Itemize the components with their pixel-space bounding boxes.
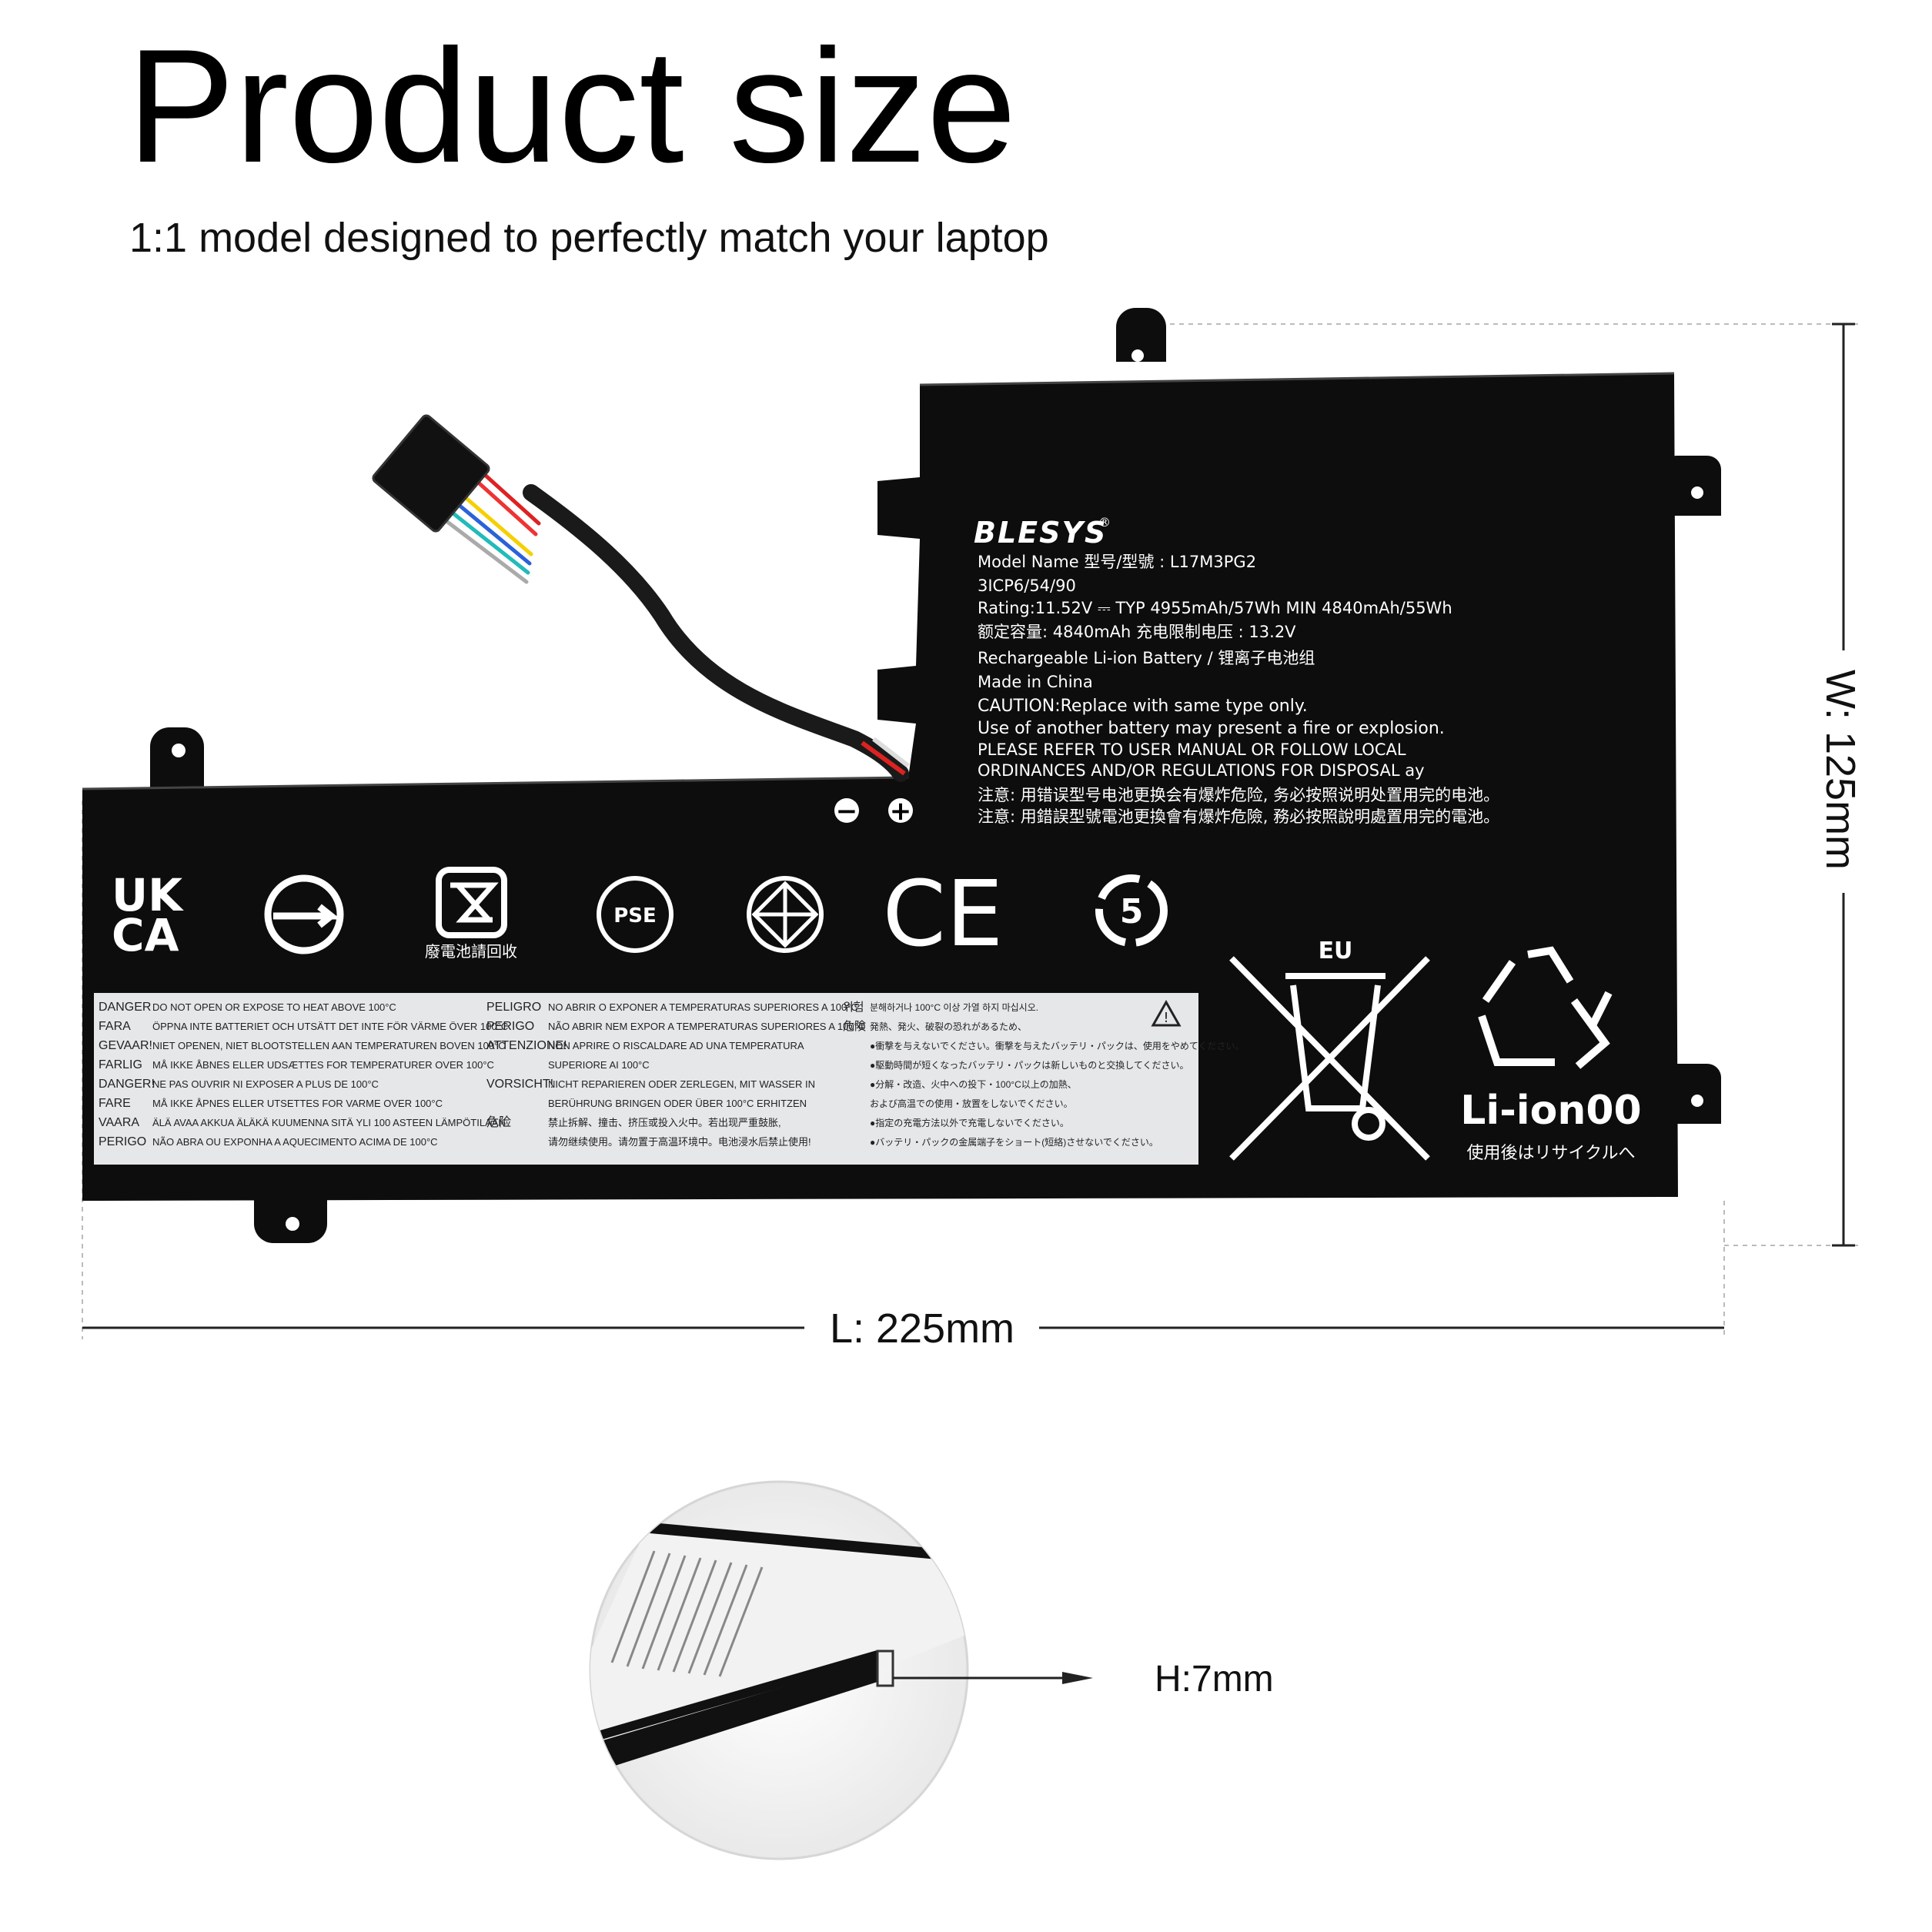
thickness-detail — [589, 1480, 1093, 1860]
pse-mark-icon: PSE — [597, 876, 674, 953]
brand-logo: BLESYS — [974, 516, 1107, 550]
ce-mark: CE — [883, 861, 1004, 967]
caution-4: ORDINANCES AND/OR REGULATIONS FOR DISPOS… — [978, 761, 1425, 780]
svg-text:EU: EU — [1319, 938, 1353, 964]
warning-text: NICHT REPARIEREN ODER ZERLEGEN, MIT WASS… — [548, 1078, 815, 1090]
width-label: W: 125mm — [1817, 670, 1863, 870]
warning-text: NIET OPENEN, NIET BLOOTSTELLEN AAN TEMPE… — [152, 1040, 506, 1051]
caution-1: CAUTION:Replace with same type only. — [978, 697, 1308, 716]
warning-text: 発熱、発火、破裂の恐れがあるため、 — [870, 1021, 1027, 1032]
minus-terminal — [834, 798, 859, 823]
mount-tab-right-upper — [1663, 456, 1721, 516]
warning-text: 请勿继续使用。请勿置于高温环境中。电池浸水后禁止使用! — [548, 1136, 811, 1148]
ukca-mark: UK CA — [112, 869, 184, 961]
registered-mark: ® — [1098, 515, 1111, 530]
certification-marks: UK CA 廢電池請回收 PSE CE 5 — [112, 861, 1168, 967]
warning-keyword: 危険 — [843, 1020, 866, 1033]
cell-code: 3ICP6/54/90 — [978, 577, 1076, 595]
warning-keyword: PERIGO — [99, 1135, 146, 1148]
warning-keyword: PERIGO — [486, 1020, 534, 1033]
warning-keyword: VORSICHT! — [486, 1078, 553, 1091]
warning-text: ÖPPNA INTE BATTERIET OCH UTSÄTT DET INTE… — [152, 1021, 508, 1032]
height-label: H:7mm — [1155, 1659, 1274, 1700]
page-subtitle: 1:1 model designed to perfectly match yo… — [129, 215, 1049, 261]
warning-text: ●バッテリ・パックの金属端子をショート(短絡)させないでください。 — [870, 1136, 1158, 1148]
mount-tab-top — [1116, 308, 1166, 362]
origin: Made in China — [978, 673, 1093, 691]
warning-keyword: VAARA — [99, 1116, 139, 1129]
warning-column-3: 위험 분해하거나 100°C 이상 가열 하지 마십시오. 危険発熱、発火、破裂の恐… — [843, 1001, 1245, 1148]
battery-cable — [372, 414, 910, 782]
warning-keyword: ATTENZIONE! — [486, 1039, 567, 1052]
rating: Rating:11.52V ⎓ TYP 4955mAh/57Wh MIN 484… — [978, 599, 1452, 617]
svg-text:5: 5 — [1120, 892, 1144, 931]
warning-keyword: FARE — [99, 1097, 131, 1110]
warning-text: NÃO ABRIR NEM EXPOR A TEMPERATURAS SUPER… — [548, 1021, 865, 1032]
caution-3: PLEASE REFER TO USER MANUAL OR FOLLOW LO… — [978, 740, 1406, 759]
recycle-5-icon: 5 — [1095, 874, 1168, 947]
warning-text: NO ABRIR O EXPONER A TEMPERATURAS SUPERI… — [548, 1001, 858, 1013]
li-ion-mark: Li-ion00 — [1460, 1088, 1641, 1134]
warning-keyword: GEVAAR! — [99, 1039, 152, 1052]
plus-terminal — [888, 798, 913, 823]
warning-keyword: 위험 — [843, 1001, 864, 1014]
svg-text:!: ! — [1163, 1010, 1168, 1026]
warning-keyword: FARLIG — [99, 1058, 142, 1071]
warning-column-2: PELIGRO NO ABRIR O EXPONER A TEMPERATURAS… — [486, 1001, 865, 1148]
warning-panel — [94, 993, 1198, 1165]
svg-text:UK: UK — [112, 869, 184, 921]
warning-text: BERÜHRUNG BRINGEN ODER ÜBER 100°C ERHITZ… — [548, 1098, 807, 1109]
svg-text:+: + — [890, 796, 912, 827]
warning-text: SUPERIORE AI 100°C — [548, 1059, 650, 1071]
warning-triangle-icon: ! — [1151, 999, 1182, 1027]
warning-text: ÄLÄ AVAA AKKUA ÄLÄKÄ KUUMENNA SITÄ YLI 1… — [152, 1117, 506, 1128]
svg-text:−: − — [836, 796, 858, 827]
svg-text:PSE: PSE — [613, 904, 657, 928]
svg-text:廢電池請回收: 廢電池請回收 — [425, 942, 517, 961]
warning-text: MÅ IKKE ÅBNES ELLER UDSÆTTES FOR TEMPERA… — [152, 1059, 494, 1071]
warning-text: NE PAS OUVRIR NI EXPOSER A PLUS DE 100°C — [152, 1078, 379, 1090]
recycle-icon — [1478, 946, 1613, 1069]
warning-text: ●衝撃を与えないでください。衝撃を与えたバッテリ・パックは、使用をやめてください… — [870, 1040, 1245, 1051]
safety-circle-icon — [264, 874, 344, 954]
warning-text: ●駆動時間が短くなったバッテリ・パックは新しいものと交換してください。 — [870, 1059, 1189, 1071]
caution-2: Use of another battery may present a fir… — [978, 719, 1445, 738]
battery-type: Rechargeable Li-ion Battery / 锂离子电池组 — [978, 649, 1315, 667]
mount-tab-left — [150, 727, 204, 793]
diamond-mark-icon — [747, 876, 824, 953]
spec-label: BLESYS ® Model Name 型号/型號 : L17M3PG2 3IC… — [974, 515, 1499, 826]
cable-entry — [861, 737, 910, 776]
model-name: Model Name 型号/型號 : L17M3PG2 — [978, 553, 1256, 571]
page-title: Product size — [127, 15, 1017, 196]
terminal-markers: − + — [834, 796, 913, 827]
weee-bin-icon: EU — [1229, 938, 1430, 1161]
warning-keyword: 危险 — [486, 1115, 511, 1129]
svg-text:CA: CA — [112, 909, 179, 961]
warning-text: および高温での使用・放置をしないでください。 — [870, 1098, 1073, 1109]
rated-capacity: 额定容量: 4840mAh 充电限制电压 : 13.2V — [978, 623, 1296, 641]
warning-text: DO NOT OPEN OR EXPOSE TO HEAT ABOVE 100°… — [152, 1001, 396, 1013]
caution-zh-traditional: 注意: 用錯誤型號電池更換會有爆炸危險, 務必按照說明處置用完的電池。 — [978, 807, 1499, 826]
warning-keyword: PELIGRO — [486, 1001, 541, 1014]
warning-keyword: DANGER — [99, 1001, 151, 1014]
width-dimension — [1124, 323, 1863, 1247]
length-label: L: 225mm — [830, 1305, 1014, 1352]
japan-recycle-text: 使用後はリサイクルへ — [1467, 1144, 1636, 1163]
warning-text: ●指定の充電方法以外で充電しないでください。 — [870, 1117, 1069, 1128]
connector — [372, 414, 490, 533]
warning-keyword: DANGER! — [99, 1078, 155, 1091]
warning-text: 禁止拆解、撞击、挤压或投入火中。若出现严重鼓胀, — [548, 1117, 781, 1128]
warning-text: NON APRIRE O RISCALDARE AD UNA TEMPERATU… — [548, 1040, 804, 1051]
warning-text: MÅ IKKE ÅPNES ELLER UTSETTES FOR VARME O… — [152, 1098, 443, 1109]
warning-text: NÃO ABRA OU EXPONHA A AQUECIMENTO ACIMA … — [152, 1136, 438, 1148]
warning-text: ●分解・改造、火中への投下・100°C以上の加熱、 — [870, 1078, 1077, 1090]
caution-zh-simplified: 注意: 用错误型号电池更换会有爆炸危险, 务必按照说明处置用完的电池。 — [978, 786, 1499, 804]
warning-text: 분해하거나 100°C 이상 가열 하지 마십시오. — [870, 1002, 1038, 1013]
warning-keyword: FARA — [99, 1020, 131, 1033]
taiwan-recycle-icon: 廢電池請回收 — [425, 867, 517, 961]
